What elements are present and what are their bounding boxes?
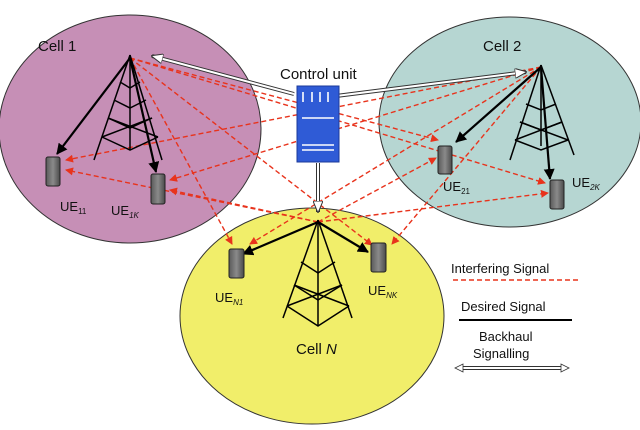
ue-n1-device: [228, 248, 245, 279]
cell-n-label-prefix: Cell: [296, 341, 326, 358]
ue-2k-device: [549, 179, 565, 210]
ue-21-label: UE21: [443, 179, 471, 196]
cell-n-label: Cell N: [296, 341, 337, 358]
desired-link: [128, 57, 160, 173]
ue-21-device: [437, 145, 453, 175]
base-station-2-icon: [509, 64, 575, 161]
interference-line: [391, 66, 542, 245]
cell-n-area: [179, 207, 445, 425]
ue-n1-label: UEN1: [215, 290, 243, 307]
legend-desired-label: Desired Signal: [461, 299, 546, 314]
legend-interfering-label: Interfering Signal: [451, 261, 549, 276]
ue-nk-label: UENK: [368, 283, 398, 300]
base-station-n-icon: [282, 219, 353, 327]
ue-11-label: UE11: [60, 199, 87, 216]
ue-2k-label: UE2K: [572, 175, 601, 192]
interference-line: [129, 57, 439, 143]
interference-line: [169, 187, 319, 223]
ue-1k-device: [150, 173, 166, 205]
ue-1k-label: UE1K: [111, 203, 140, 220]
interference-line: [129, 57, 373, 246]
desired-link: [242, 220, 319, 256]
desired-link: [56, 57, 131, 155]
user-devices: [45, 145, 565, 279]
ue-nk-device: [370, 242, 387, 273]
control-unit-icon: [296, 85, 340, 163]
control-unit-label: Control unit: [280, 66, 358, 83]
interfering-signals: [65, 57, 549, 246]
legend-backhaul-label-1: Backhaul: [479, 329, 533, 344]
ue-11-device: [45, 156, 61, 187]
desired-signals: [56, 57, 555, 256]
legend: Interfering Signal Desired Signal Backha…: [451, 261, 578, 373]
interference-line: [129, 57, 233, 245]
legend-backhaul-label-2: Signalling: [473, 346, 529, 361]
desired-link: [455, 66, 542, 143]
backhaul-links: [152, 56, 526, 212]
desired-link: [539, 66, 555, 180]
cell-1-label: Cell 1: [38, 38, 76, 55]
interference-line: [317, 189, 549, 223]
interference-line: [169, 66, 542, 182]
cell-2-label: Cell 2: [483, 38, 521, 55]
cell-n-label-var: N: [326, 341, 337, 358]
interference-line: [249, 66, 542, 245]
interference-line: [317, 157, 437, 223]
desired-link: [317, 221, 369, 253]
